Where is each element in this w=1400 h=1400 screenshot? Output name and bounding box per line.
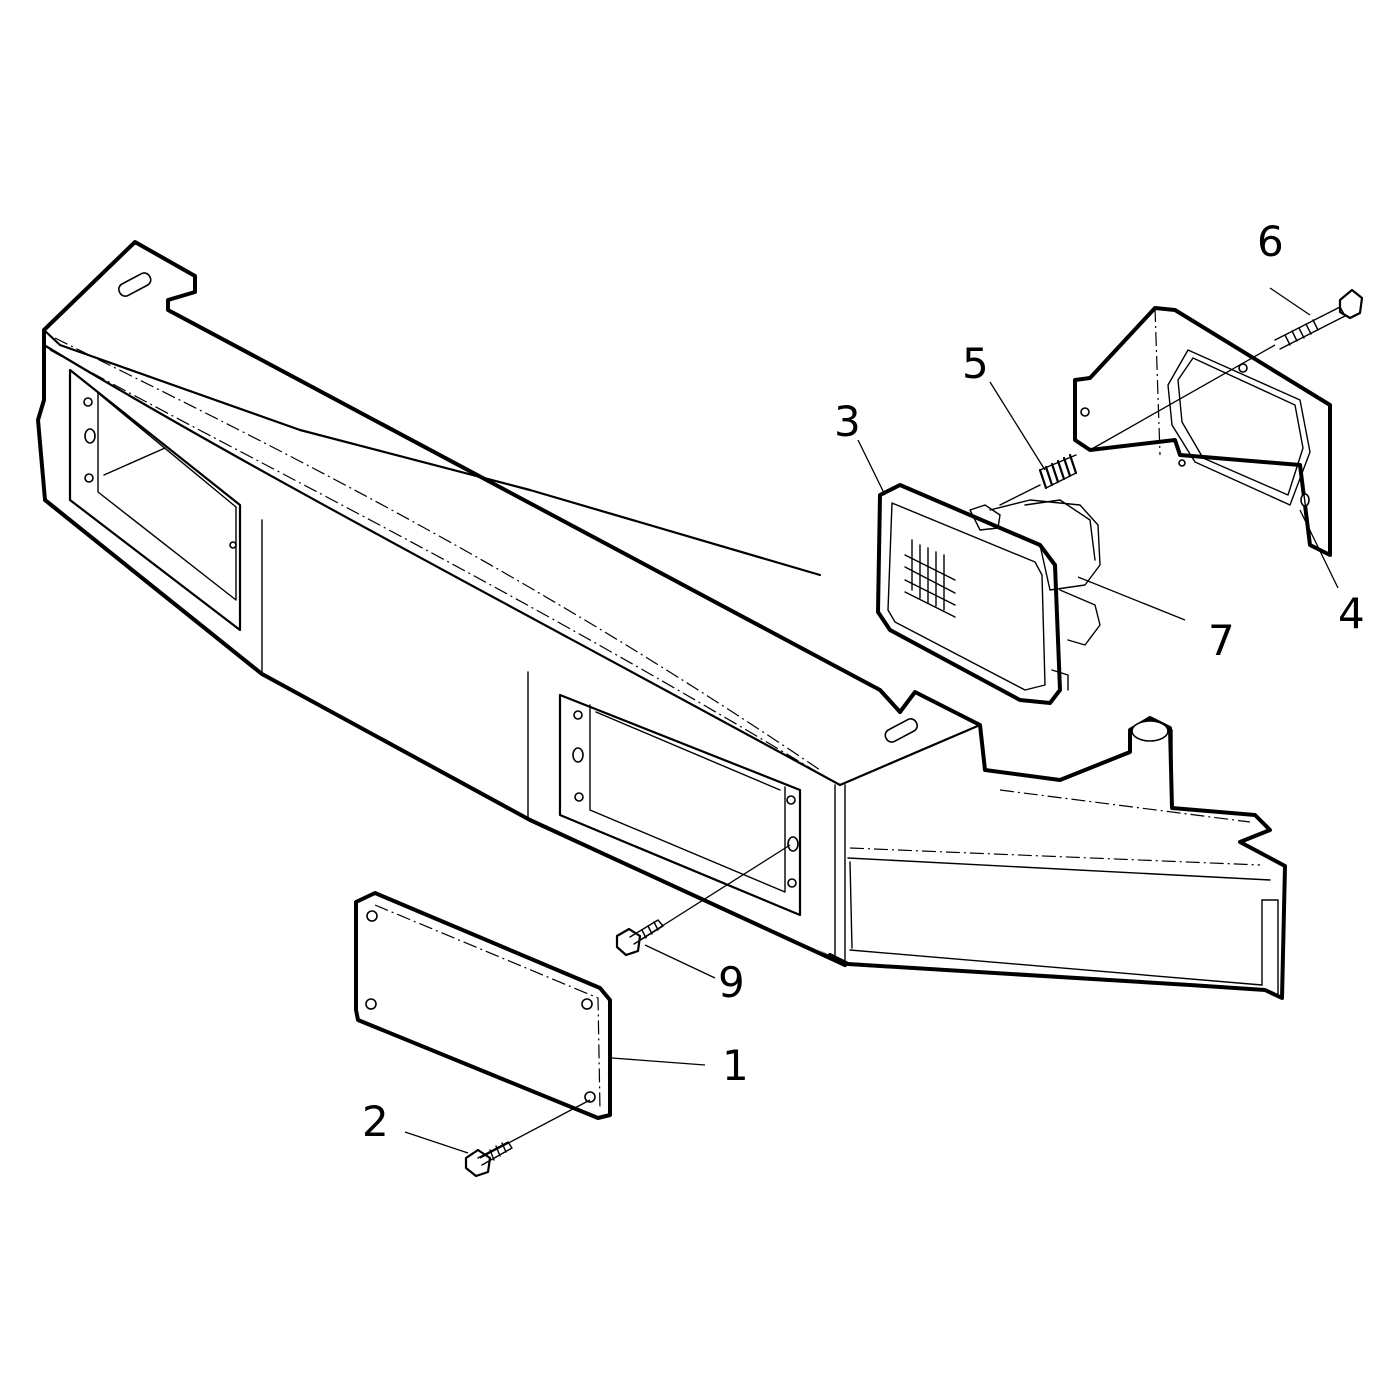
callout-9: 9 (718, 958, 745, 1007)
bolt-2 (464, 1141, 513, 1178)
callout-5: 5 (962, 339, 989, 388)
left-lamp-opening (68, 368, 242, 632)
bolt-6 (1274, 288, 1364, 350)
mounting-boss (1131, 720, 1169, 742)
callout-7: 7 (1208, 616, 1235, 665)
callout-1: 1 (722, 1041, 749, 1090)
mounting-slot-left (118, 272, 152, 297)
callout-2: 2 (362, 1097, 389, 1146)
side-lamp (876, 483, 1101, 705)
callout-4: 4 (1338, 589, 1365, 638)
lamp-bracket (1073, 306, 1332, 557)
center-lamp-opening (558, 693, 802, 917)
spring (999, 453, 1078, 506)
mounting-slot-right (884, 718, 918, 743)
leader-lines (404, 287, 1339, 1159)
callout-labels: 1 2 3 4 5 6 7 9 (362, 217, 1365, 1146)
callout-3: 3 (834, 397, 861, 446)
callout-6: 6 (1257, 217, 1284, 266)
cover-plate (354, 891, 612, 1120)
bumper-beam (36, 240, 1287, 1000)
